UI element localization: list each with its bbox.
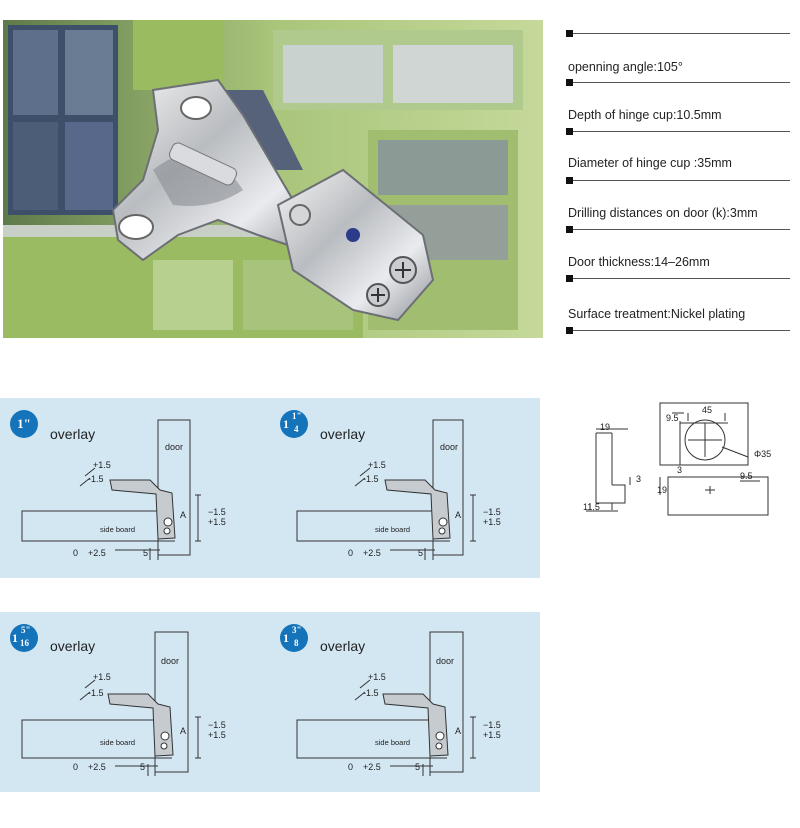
overlay-panel-3: door side board +1.5 -1.5 −1.5 +1.5 A 0 … — [0, 612, 270, 792]
plus-offset-label: +2.5 — [88, 762, 106, 772]
plus-offset-label: +2.5 — [363, 762, 381, 772]
side-board-label: side board — [375, 525, 410, 534]
spec-divider — [566, 33, 790, 34]
minus-label: −1.5 — [208, 507, 226, 517]
door-label: door — [165, 442, 183, 452]
installation-diagram: door side board +1.5 -1.5 −1.5 +1.5 A 0 … — [296, 419, 501, 560]
zero-label: 0 — [73, 548, 78, 558]
side-board-label: side board — [100, 525, 135, 534]
spec-divider — [566, 229, 790, 230]
bullet-square-icon — [566, 79, 573, 86]
spec-drilling-distance: Drilling distances on door (k):3mm — [568, 206, 758, 220]
bullet-square-icon — [566, 128, 573, 135]
spec-divider — [566, 330, 790, 331]
plus-offset-label: +2.5 — [88, 548, 106, 558]
plus-label: +1.5 — [208, 517, 226, 527]
minus-label: −1.5 — [483, 720, 501, 730]
overlay-panel-2: door side board +1.5 -1.5 −1.5 +1.5 A 0 … — [270, 398, 540, 578]
plus-label: +1.5 — [483, 517, 501, 527]
a-label: A — [180, 510, 186, 520]
minus-tolerance-label: -1.5 — [363, 474, 379, 484]
zero-label: 0 — [348, 762, 353, 772]
plus-tolerance-label: +1.5 — [368, 672, 386, 682]
overlay-size-badge: 1" — [10, 410, 38, 438]
a-label: A — [455, 726, 461, 736]
overlay-size-badge: 1 1" 4 — [280, 410, 308, 438]
plus-tolerance-label: +1.5 — [368, 460, 386, 470]
door-label: door — [436, 656, 454, 666]
spec-divider — [566, 82, 790, 83]
overlay-size-badge: 1 5" 16 — [10, 624, 38, 652]
plus-tolerance-label: +1.5 — [93, 672, 111, 682]
dim-diameter-35: Φ35 — [754, 449, 771, 459]
dim-9-5: 9.5 — [666, 413, 679, 423]
installation-diagram: door side board +1.5 -1.5 −1.5 +1.5 A 0 … — [21, 631, 226, 776]
overlay-size-badge: 1 3" 8 — [280, 624, 308, 652]
zero-label: 0 — [348, 548, 353, 558]
installation-diagram: door side board +1.5 -1.5 −1.5 +1.5 A 0 … — [296, 631, 501, 776]
overlay-label: overlay — [320, 426, 366, 442]
overlay-panel-1: door side board +1.5 -1.5 −1.5 +1.5 A 0 … — [0, 398, 270, 578]
spec-surface-treatment: Surface treatment:Nickel plating — [568, 307, 746, 321]
overlay-label: overlay — [320, 638, 366, 654]
overlay-label: overlay — [50, 638, 96, 654]
dim-3-mid: 3 — [677, 465, 682, 475]
overlay-panel-4: door side board +1.5 -1.5 −1.5 +1.5 A 0 … — [270, 612, 540, 792]
spec-cup-depth: Depth of hinge cup:10.5mm — [568, 108, 722, 122]
plus-tolerance-label: +1.5 — [93, 460, 111, 470]
minus-tolerance-label: -1.5 — [363, 688, 379, 698]
spec-opening-angle: openning angle:105° — [568, 60, 683, 74]
door-label: door — [440, 442, 458, 452]
dim-19-top: 19 — [600, 422, 610, 432]
five-label: 5 — [415, 762, 420, 772]
five-label: 5 — [140, 762, 145, 772]
spec-divider — [566, 180, 790, 181]
dim-9-5-bottom: 9.5 — [740, 471, 753, 481]
bullet-square-icon — [566, 177, 573, 184]
side-board-label: side board — [375, 738, 410, 747]
spec-cup-diameter: Diameter of hinge cup :35mm — [568, 156, 732, 170]
spec-divider — [566, 131, 790, 132]
overlay-label: overlay — [50, 426, 96, 442]
door-label: door — [161, 656, 179, 666]
dim-11-5: 11.5 — [583, 502, 600, 512]
dim-19-side: 19 — [657, 485, 667, 495]
plus-label: +1.5 — [483, 730, 501, 740]
dimension-drawing: 19 9.5 45 3 Φ35 3 19 11.5 9.5 — [560, 385, 780, 525]
plus-offset-label: +2.5 — [363, 548, 381, 558]
dim-3-top: 3 — [636, 474, 641, 484]
bullet-square-icon — [566, 327, 573, 334]
spec-list: openning angle:105° Depth of hinge cup:1… — [566, 18, 792, 338]
plus-label: +1.5 — [208, 730, 226, 740]
five-label: 5 — [143, 548, 148, 558]
installation-diagram: door side board +1.5 -1.5 −1.5 +1.5 A 0 … — [21, 419, 226, 560]
minus-label: −1.5 — [483, 507, 501, 517]
minus-label: −1.5 — [208, 720, 226, 730]
a-label: A — [455, 510, 461, 520]
side-board-label: side board — [100, 738, 135, 747]
bullet-square-icon — [566, 226, 573, 233]
minus-tolerance-label: -1.5 — [88, 474, 104, 484]
dim-45: 45 — [702, 405, 712, 415]
zero-label: 0 — [73, 762, 78, 772]
five-label: 5 — [418, 548, 423, 558]
bullet-square-icon — [566, 275, 573, 282]
cup-dimension-diagram: 19 9.5 45 3 Φ35 3 19 11.5 9.5 — [583, 402, 771, 516]
spec-door-thickness: Door thickness:14–26mm — [568, 255, 710, 269]
a-label: A — [180, 726, 186, 736]
bullet-square-icon — [566, 30, 573, 37]
spec-divider — [566, 278, 790, 279]
minus-tolerance-label: -1.5 — [88, 688, 104, 698]
hinge-product-photo — [3, 20, 543, 338]
